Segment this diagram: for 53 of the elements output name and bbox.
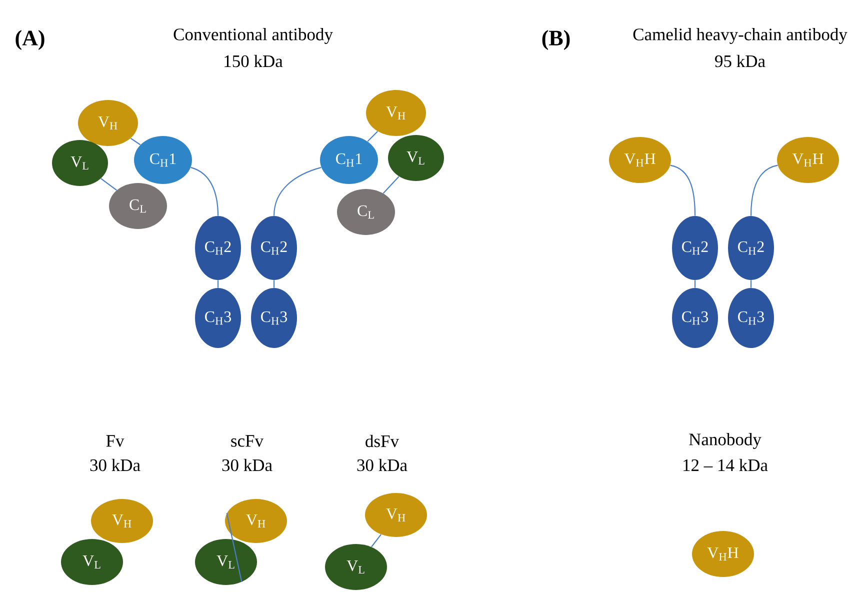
variable-light-domain: V$_{L}$ — [388, 135, 444, 181]
linker-line — [694, 280, 696, 288]
linker-line — [226, 513, 242, 582]
variable-light-domain: V$_{L}$ — [61, 539, 123, 585]
constant-heavy-domain: C$_{H}$3 — [195, 288, 241, 348]
caption-text: Conventional antibody — [174, 28, 333, 44]
linker-line — [750, 280, 752, 288]
variable-heavy-domain: V$_{H}$ — [91, 499, 153, 543]
linker-line — [217, 280, 219, 288]
constant-heavy-domain: C$_{H}$1 — [134, 136, 192, 184]
constant-heavy-domain: C$_{H}$3 — [672, 288, 718, 348]
linker-line — [367, 131, 378, 142]
constant-heavy-domain: C$_{H}$1 — [320, 136, 378, 184]
linker-line — [273, 166, 322, 216]
linker-line — [100, 178, 117, 191]
constant-light-domain: C$_{L}$ — [337, 189, 395, 235]
constant-heavy-domain: C$_{H}$3 — [728, 288, 774, 348]
caption-text: 95 kDa — [715, 54, 766, 68]
panel-label: (A) — [16, 30, 44, 50]
constant-heavy-domain: C$_{H}$2 — [251, 216, 297, 280]
constant-heavy-domain: C$_{H}$3 — [251, 288, 297, 348]
caption-text: 30 kDa — [90, 458, 140, 472]
linker-line — [750, 164, 778, 216]
linker-line — [670, 164, 696, 216]
linker-line — [190, 166, 219, 216]
variable-heavy-domain: V$_{H}$ — [365, 493, 427, 537]
variable-heavy-domain: V$_{H}$H — [777, 137, 839, 183]
linker-line — [273, 280, 275, 288]
constant-heavy-domain: C$_{H}$2 — [195, 216, 241, 280]
caption-text: Camelid heavy-chain antibody — [633, 28, 848, 44]
caption-text: dsFv — [366, 434, 400, 448]
linker-line — [130, 138, 141, 146]
variable-light-domain: V$_{L}$ — [325, 544, 387, 590]
variable-heavy-domain: V$_{H}$H — [692, 531, 754, 577]
caption-text: 30 kDa — [222, 458, 272, 472]
variable-heavy-domain: V$_{H}$H — [609, 137, 671, 183]
variable-heavy-domain: V$_{H}$ — [225, 499, 287, 543]
constant-heavy-domain: C$_{H}$2 — [728, 216, 774, 280]
caption-text: 30 kDa — [357, 458, 408, 472]
variable-heavy-domain: V$_{H}$ — [366, 90, 426, 136]
variable-heavy-domain: V$_{H}$ — [78, 100, 138, 146]
linker-line — [382, 176, 400, 194]
variable-light-domain: V$_{L}$ — [52, 140, 108, 186]
constant-heavy-domain: C$_{H}$2 — [672, 216, 718, 280]
caption-text: 12 – 14 kDa — [684, 458, 768, 472]
caption-text: Fv — [106, 435, 124, 447]
caption-text: 150 kDa — [224, 54, 283, 68]
caption-text: Nanobody — [689, 433, 762, 449]
panel-label: (B) — [542, 30, 570, 50]
linker-line — [371, 534, 382, 548]
caption-text: scFv — [231, 435, 264, 447]
constant-light-domain: C$_{L}$ — [109, 183, 167, 229]
variable-light-domain: V$_{L}$ — [195, 539, 257, 585]
